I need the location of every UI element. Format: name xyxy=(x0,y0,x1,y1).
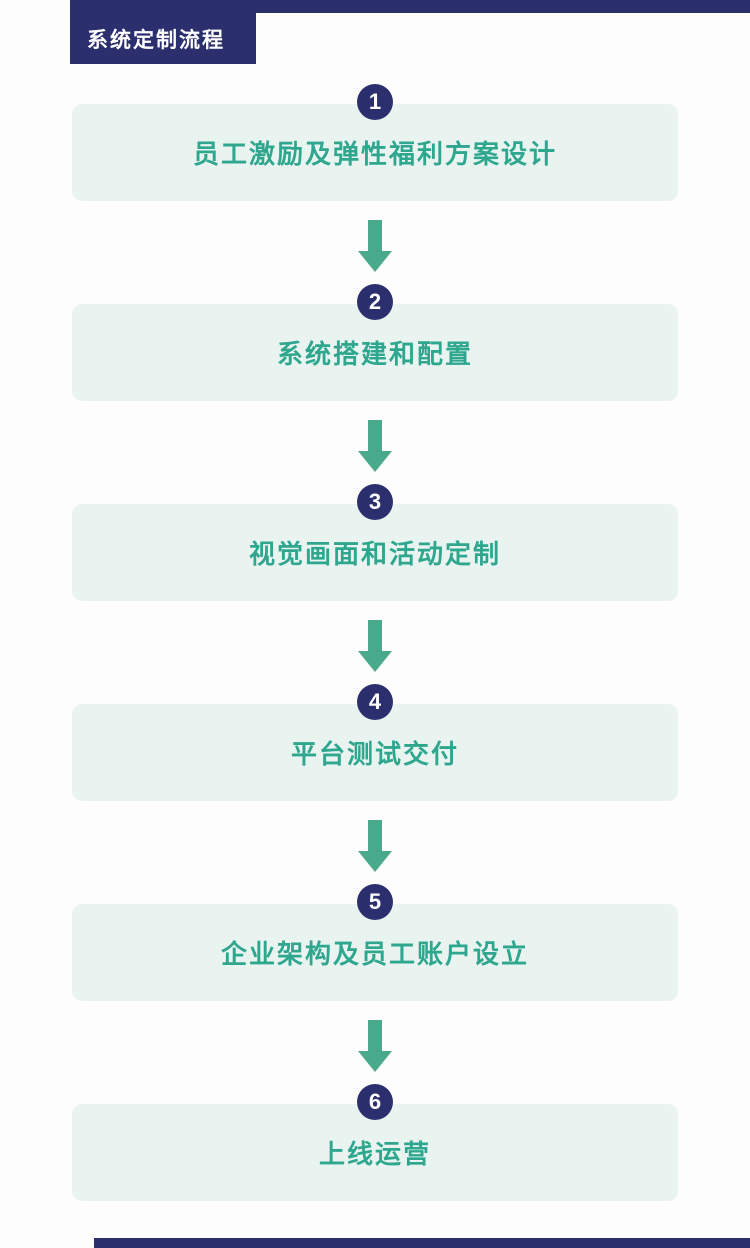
step-5-number-badge: 5 xyxy=(357,884,393,920)
down-arrow-head xyxy=(358,451,392,472)
down-arrow-head xyxy=(358,1051,392,1072)
step-4-number-badge: 4 xyxy=(357,684,393,720)
step-6: 6 上线运营 xyxy=(72,1084,678,1201)
down-arrow-head xyxy=(358,851,392,872)
down-arrow-icon xyxy=(358,220,392,272)
step-1-label: 员工激励及弹性福利方案设计 xyxy=(192,139,557,169)
step-2: 2 系统搭建和配置 xyxy=(72,284,678,401)
step-3: 3 视觉画面和活动定制 xyxy=(72,484,678,601)
down-arrow-icon xyxy=(358,420,392,472)
down-arrow-icon xyxy=(358,1020,392,1072)
step-6-box: 上线运营 xyxy=(72,1104,678,1201)
step-1: 1 员工激励及弹性福利方案设计 xyxy=(72,84,678,201)
top-decor-bar xyxy=(70,0,750,13)
down-arrow-head xyxy=(358,251,392,272)
step-2-number-badge: 2 xyxy=(357,284,393,320)
down-arrow-icon xyxy=(358,820,392,872)
step-5-box: 企业架构及员工账户设立 xyxy=(72,904,678,1001)
step-6-number-badge: 6 xyxy=(357,1084,393,1120)
down-arrow-icon xyxy=(358,620,392,672)
page-title-text: 系统定制流程 xyxy=(87,28,225,52)
step-1-box: 员工激励及弹性福利方案设计 xyxy=(72,104,678,201)
step-5: 5 企业架构及员工账户设立 xyxy=(72,884,678,1001)
step-4: 4 平台测试交付 xyxy=(72,684,678,801)
down-arrow-stem xyxy=(368,420,382,451)
bottom-decor-bar xyxy=(94,1238,750,1248)
down-arrow-head xyxy=(358,651,392,672)
step-3-box: 视觉画面和活动定制 xyxy=(72,504,678,601)
down-arrow-stem xyxy=(368,820,382,851)
down-arrow-stem xyxy=(368,220,382,251)
step-4-box: 平台测试交付 xyxy=(72,704,678,801)
step-2-box: 系统搭建和配置 xyxy=(72,304,678,401)
step-2-label: 系统搭建和配置 xyxy=(276,339,473,369)
step-4-label: 平台测试交付 xyxy=(290,739,459,769)
down-arrow-stem xyxy=(368,620,382,651)
step-3-number-badge: 3 xyxy=(357,484,393,520)
step-6-label: 上线运营 xyxy=(318,1139,431,1169)
process-steps: 1 员工激励及弹性福利方案设计 2 系统搭建和配置 3 视觉画面和活动定制 xyxy=(72,84,678,1201)
step-1-number-badge: 1 xyxy=(357,84,393,120)
down-arrow-stem xyxy=(368,1020,382,1051)
step-3-label: 视觉画面和活动定制 xyxy=(248,539,501,569)
page-title: 系统定制流程 xyxy=(70,13,256,64)
step-5-label: 企业架构及员工账户设立 xyxy=(220,939,529,969)
